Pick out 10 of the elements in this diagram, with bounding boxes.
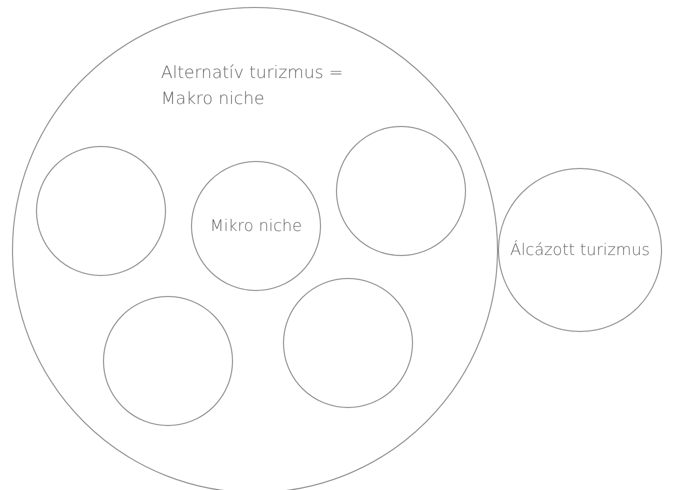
circle-label: Álcázott turizmus <box>510 239 650 261</box>
circle-label: Alternatív turizmus = Makro niche <box>161 62 344 111</box>
circle <box>12 7 498 490</box>
circle <box>103 296 233 426</box>
circle <box>36 146 166 276</box>
circle-label: Mikro niche <box>210 215 302 237</box>
circle <box>498 168 662 332</box>
circle <box>283 278 413 408</box>
circle <box>336 126 466 256</box>
circle <box>191 161 321 291</box>
